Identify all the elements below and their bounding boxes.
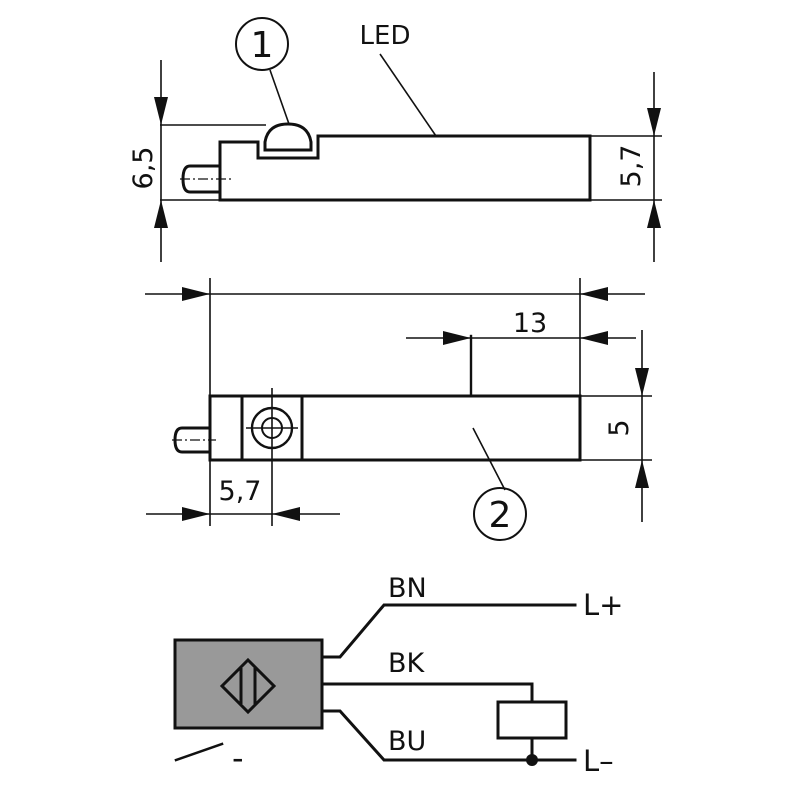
dim-5-arrow-bottom — [635, 460, 649, 488]
wire-bu — [320, 709, 577, 762]
top-body-outline — [218, 134, 592, 202]
dim-5-arrow-top — [635, 368, 649, 396]
terminal-minus-label: L– — [583, 744, 614, 778]
callout-2-circle — [473, 487, 527, 541]
dim-5-label: 5 — [604, 419, 635, 436]
dim-6-5-label: 6,5 — [128, 147, 159, 190]
junction-dot — [526, 754, 538, 766]
top-view: 6,5 5,7 1 LED — [128, 17, 662, 262]
terminal-plus-label: L+ — [583, 588, 623, 622]
dim-6-5-arrow-top — [154, 97, 168, 125]
led-dome — [263, 122, 313, 152]
callout-1-leader — [269, 69, 290, 125]
wire-bu-label: BU — [388, 726, 426, 757]
inductive-sensor-icon — [219, 657, 277, 715]
led-leader — [379, 53, 437, 137]
switch-output-label: - — [232, 739, 244, 777]
wire-bn-label: BN — [388, 573, 427, 604]
callout-1-circle — [235, 17, 289, 71]
led-label: LED — [360, 21, 411, 51]
dim-5-7-bottom-arrow-left — [182, 507, 210, 521]
dim-5-7-bottom-arrow-right — [272, 507, 300, 521]
wire-bk — [320, 682, 534, 704]
dim-length-arrow-left — [182, 287, 210, 301]
wiring-diagram: BN L+ BK BU L– - — [173, 573, 623, 778]
callout-2-leader — [472, 427, 506, 491]
front-view: 13 5 5,7 2 — [145, 278, 652, 541]
dim-13-arrow-left — [443, 331, 471, 345]
dim-13-arrow-right — [580, 331, 608, 345]
dim-5-7-bottom-label: 5,7 — [219, 476, 262, 507]
dim-length-arrow-right — [580, 287, 608, 301]
load-box — [496, 700, 568, 740]
wire-bn — [320, 603, 577, 659]
callout-1-label: 1 — [251, 25, 274, 66]
dim-6-5-arrow-bottom — [154, 200, 168, 228]
dim-5-7-arrow-bottom — [647, 200, 661, 228]
callout-2-label: 2 — [489, 495, 512, 536]
sensor-housing — [173, 638, 324, 730]
switch-symbol-icon — [174, 742, 224, 762]
wire-bk-label: BK — [388, 648, 426, 679]
dim-5-7-right-label: 5,7 — [616, 145, 647, 188]
dim-5-7-arrow-top — [647, 108, 661, 136]
dim-13-label: 13 — [513, 308, 547, 339]
